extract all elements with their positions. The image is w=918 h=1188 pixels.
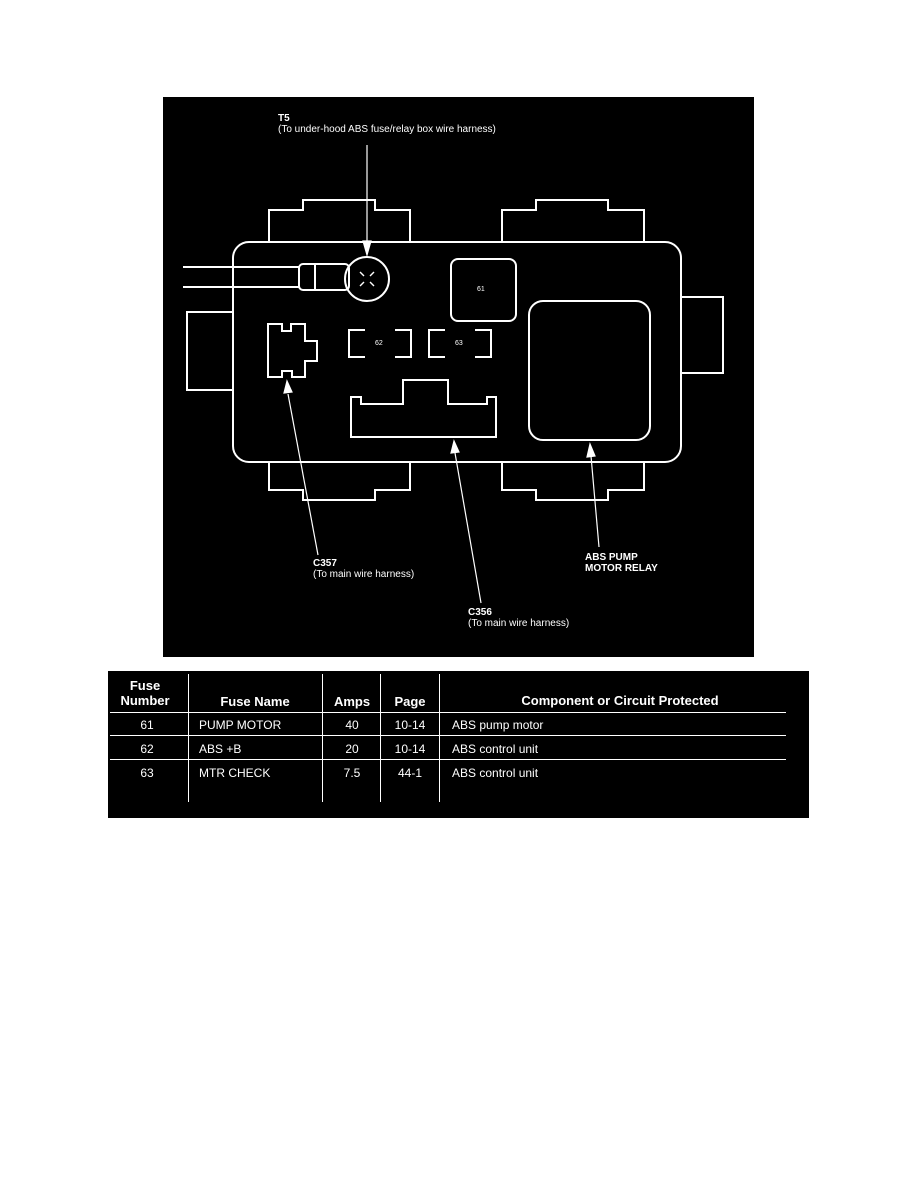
row-63-name: MTR CHECK bbox=[199, 766, 271, 780]
row-63-number: 63 bbox=[140, 766, 154, 780]
row-63-component: ABS control unit bbox=[452, 766, 539, 780]
abs-pump-motor-relay bbox=[528, 300, 651, 441]
c356-connector bbox=[350, 379, 497, 438]
t5-connector bbox=[344, 256, 390, 302]
bottom-left-tab bbox=[268, 462, 411, 501]
row-62-name: ABS +B bbox=[199, 742, 242, 756]
fuse-box-diagram: 61 62 63 T5 (To under-hood ABS fuse/rela… bbox=[163, 97, 754, 657]
t5-arrow-head bbox=[362, 240, 372, 258]
fuse-box-housing bbox=[232, 241, 682, 463]
c357-connector bbox=[267, 323, 318, 378]
table-rule bbox=[110, 735, 786, 736]
header-page: Page bbox=[394, 694, 426, 709]
c357-leader-line bbox=[287, 393, 319, 556]
table-rule bbox=[110, 712, 786, 713]
header-fuse-number: Fuse Number bbox=[114, 678, 176, 708]
t5-callout: T5 (To under-hood ABS fuse/relay box wir… bbox=[278, 113, 496, 135]
c356-leader-line bbox=[454, 452, 482, 604]
t5-description: (To under-hood ABS fuse/relay box wire h… bbox=[278, 124, 496, 135]
c357-callout: C357 (To main wire harness) bbox=[313, 558, 414, 580]
table-column-divider bbox=[188, 674, 189, 802]
fuse-61-socket bbox=[450, 258, 517, 322]
header-fuse-name: Fuse Name bbox=[220, 694, 290, 709]
table-column-divider bbox=[322, 674, 323, 802]
row-61-page: 10-14 bbox=[394, 718, 426, 732]
row-63-amps: 7.5 bbox=[343, 766, 361, 780]
header-component: Component or Circuit Protected bbox=[521, 693, 719, 708]
fuse-63-left-bracket bbox=[428, 329, 445, 358]
c356-callout: C356 (To main wire harness) bbox=[468, 607, 569, 629]
left-side-tab bbox=[186, 311, 233, 391]
relay-callout: ABS PUMP MOTOR RELAY bbox=[585, 552, 658, 574]
fuse-62-right-bracket bbox=[395, 329, 412, 358]
t5-code: T5 bbox=[278, 113, 290, 124]
bottom-right-tab bbox=[501, 462, 645, 501]
fuse-table: Fuse Number Fuse Name Amps Page Componen… bbox=[108, 671, 809, 818]
row-62-page: 10-14 bbox=[394, 742, 426, 756]
top-right-tab bbox=[501, 199, 645, 242]
fuse-62-label: 62 bbox=[375, 340, 383, 347]
row-62-number: 62 bbox=[140, 742, 154, 756]
table-column-divider bbox=[439, 674, 440, 802]
row-61-component: ABS pump motor bbox=[452, 718, 544, 732]
row-62-amps: 20 bbox=[345, 742, 359, 756]
relay-label-line2: MOTOR RELAY bbox=[585, 563, 658, 574]
header-amps: Amps bbox=[333, 694, 371, 709]
c356-description: (To main wire harness) bbox=[468, 618, 570, 629]
row-61-name: PUMP MOTOR bbox=[199, 718, 282, 732]
header-fuse-number-line1: Fuse bbox=[129, 678, 161, 693]
relay-label-line1: ABS PUMP bbox=[585, 552, 638, 563]
fuse-62-left-bracket bbox=[348, 329, 365, 358]
top-left-tab bbox=[268, 199, 411, 242]
row-61-amps: 40 bbox=[345, 718, 359, 732]
harness-plug bbox=[298, 263, 350, 291]
c356-arrow-head bbox=[450, 439, 460, 454]
row-63-page: 44-1 bbox=[397, 766, 423, 780]
header-fuse-number-line2: Number bbox=[120, 693, 170, 708]
c356-code: C356 bbox=[468, 607, 492, 618]
fuse-box-drawing bbox=[183, 145, 724, 604]
fuse-63-label: 63 bbox=[455, 340, 463, 347]
fuse-63-right-bracket bbox=[475, 329, 492, 358]
fuse-61-label: 61 bbox=[477, 286, 485, 293]
c357-description: (To main wire harness) bbox=[313, 569, 415, 580]
table-rule bbox=[110, 759, 786, 760]
c357-code: C357 bbox=[313, 558, 337, 569]
relay-arrow-head bbox=[586, 442, 596, 458]
row-62-component: ABS control unit bbox=[452, 742, 539, 756]
right-side-tab bbox=[681, 296, 724, 374]
row-61-number: 61 bbox=[140, 718, 154, 732]
table-column-divider bbox=[380, 674, 381, 802]
relay-leader-line bbox=[590, 455, 600, 548]
c357-arrow-head bbox=[283, 379, 293, 394]
